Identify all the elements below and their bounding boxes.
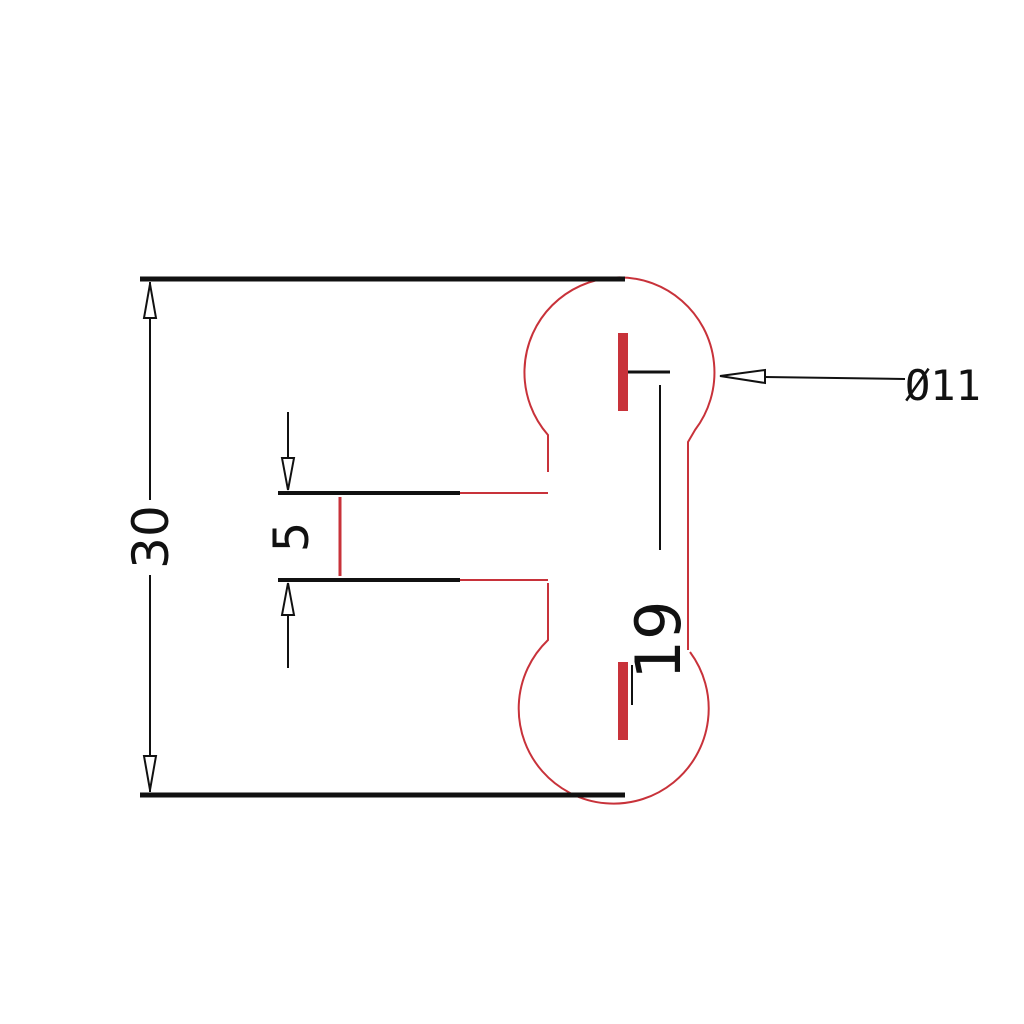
arrowhead-up — [142, 283, 158, 319]
diameter-leader-line — [764, 376, 906, 380]
dimension-hole-diameter: Ø11 — [719, 361, 981, 410]
lower-lobe-arc — [517, 583, 710, 805]
lower-pin-bar — [618, 662, 628, 740]
arrowhead-down — [142, 755, 158, 791]
overall-height-label: 30 — [122, 505, 180, 569]
extension-lines — [140, 276, 625, 798]
slot-arrowhead-top — [280, 457, 296, 491]
slot-width-label: 5 — [264, 522, 320, 553]
hole-diameter-label: Ø11 — [905, 361, 981, 410]
diameter-leader-arrow — [719, 368, 766, 385]
dimension-center-distance: 19 — [622, 385, 695, 705]
dimension-slot-width: 5 — [264, 412, 320, 668]
center-distance-label: 19 — [622, 601, 695, 680]
upper-pin-bar — [618, 333, 628, 411]
dimension-overall-height: 30 — [122, 282, 180, 792]
slot-arrowhead-bottom — [280, 582, 296, 616]
upper-pin — [618, 333, 670, 411]
lower-pin — [618, 662, 628, 740]
